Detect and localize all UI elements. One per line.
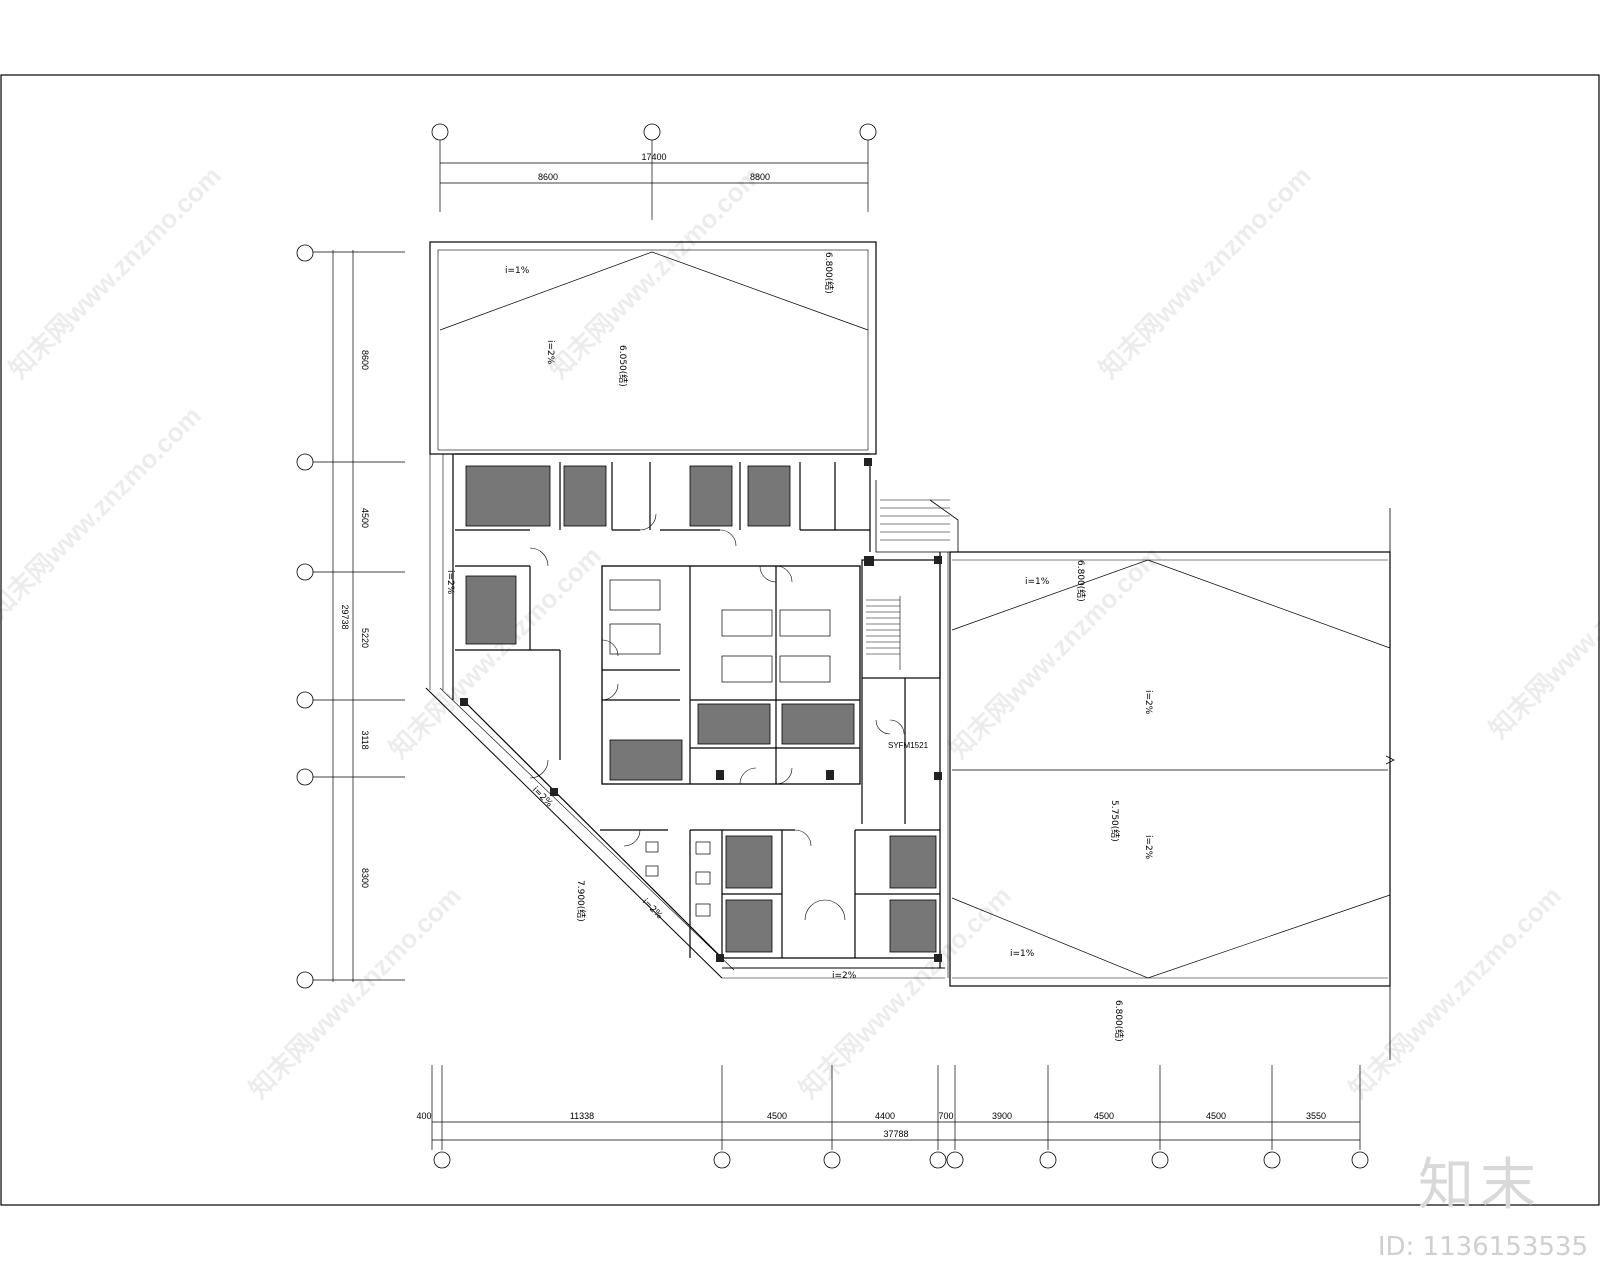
dim-bottom-seg: 11338 <box>570 1111 594 1121</box>
watermark-text: 知末网www.znzmo.com <box>1483 520 1600 744</box>
axis-bubble <box>296 768 314 786</box>
axis-bubble <box>859 123 877 141</box>
slope-label: i=1% <box>1010 949 1035 959</box>
dim-top-right: 8800 <box>750 172 770 182</box>
watermarks: 知末网www.znzmo.com 知末网www.znzmo.com 知末网www… <box>0 160 1600 1104</box>
image-id-text: ID: 1136153535 <box>1377 1232 1588 1262</box>
axis-bubble <box>1039 1151 1057 1169</box>
slope-label: i=2% <box>832 971 857 981</box>
axis-bubble <box>823 1151 841 1169</box>
watermark-text: 知末网www.znzmo.com <box>3 160 227 384</box>
watermark-text: 知末网www.znzmo.com <box>383 540 607 764</box>
dim-bottom-seg: 700 <box>938 1111 953 1121</box>
dim-bottom-seg: 4500 <box>1094 1111 1114 1121</box>
elevation-label: 6.800(结) <box>1113 1000 1125 1042</box>
axis-bubble <box>431 123 449 141</box>
axis-bubble <box>296 244 314 262</box>
top-dimensions <box>439 140 869 220</box>
dim-bottom-seg: 3900 <box>992 1111 1012 1121</box>
axis-bubble <box>296 691 314 709</box>
axis-bubble <box>929 1151 947 1169</box>
dim-left-3: 5220 <box>360 628 370 648</box>
axis-bubble <box>296 563 314 581</box>
bed-hatches <box>465 465 937 953</box>
dim-left-5: 8300 <box>360 868 370 888</box>
interior-walls <box>455 462 959 959</box>
axis-bubble <box>946 1151 964 1169</box>
structural-columns <box>460 458 942 962</box>
elevation-label: 6.800(结) <box>823 252 835 294</box>
elevation-label: 6.050(结) <box>617 345 629 387</box>
elevation-label: 7.900(结) <box>575 880 587 922</box>
watermark-text: 知末网www.znzmo.com <box>543 160 767 384</box>
axis-bubble <box>713 1151 731 1169</box>
beds-outline <box>609 579 831 683</box>
watermark-text: 知末网www.znzmo.com <box>1343 880 1567 1104</box>
axis-bubble <box>433 1151 451 1169</box>
dim-bottom-seg: 4500 <box>767 1111 787 1121</box>
slope-label: i=1% <box>1025 577 1050 587</box>
dim-bottom-seg: 4400 <box>875 1111 895 1121</box>
dim-top-total: 17400 <box>641 152 666 162</box>
dim-bottom-seg: 4500 <box>1206 1111 1226 1121</box>
door-swings <box>529 513 905 921</box>
dim-bottom-seg: 3550 <box>1306 1111 1326 1121</box>
dim-left-2: 4500 <box>360 508 370 528</box>
axis-bubble <box>643 123 661 141</box>
dim-left-total: 29738 <box>340 604 350 629</box>
axis-bubble <box>296 453 314 471</box>
dim-left-1: 8600 <box>360 350 370 370</box>
axis-bubble <box>1351 1151 1369 1169</box>
bottom-dimensions <box>431 1065 1361 1150</box>
slope-label: i=2% <box>445 570 455 595</box>
watermark-text: 知末网www.znzmo.com <box>1093 160 1317 384</box>
axis-bubble <box>1151 1151 1169 1169</box>
slope-label: i=2% <box>1143 835 1153 860</box>
dim-left-4: 3118 <box>360 730 370 749</box>
slope-label: i=1% <box>505 266 530 276</box>
dim-bottom-seg: 400 <box>416 1111 431 1121</box>
elevation-label: 5.750(结) <box>1109 800 1121 842</box>
watermark-text: 知末网www.znzmo.com <box>0 400 207 624</box>
slope-label: i=2% <box>545 340 555 365</box>
watermark-text: 知末网www.znzmo.com <box>943 540 1167 764</box>
left-dimensions <box>305 250 405 982</box>
toilet-fixtures <box>645 841 711 917</box>
elevation-label: 6.800(结) <box>1075 560 1087 602</box>
stair-treads <box>866 499 950 670</box>
watermark-text: 知末网www.znzmo.com <box>243 880 467 1104</box>
slope-label: i=2% <box>1143 690 1153 715</box>
dim-bottom-total: 37788 <box>883 1129 908 1139</box>
door-code-label: SYFM1521 <box>888 741 929 750</box>
drawing-frame <box>0 74 1600 1206</box>
axis-bubble <box>296 971 314 989</box>
axis-bubble <box>1263 1151 1281 1169</box>
brand-logo-text: 知末 <box>1418 1153 1542 1218</box>
dim-top-left: 8600 <box>538 172 558 182</box>
